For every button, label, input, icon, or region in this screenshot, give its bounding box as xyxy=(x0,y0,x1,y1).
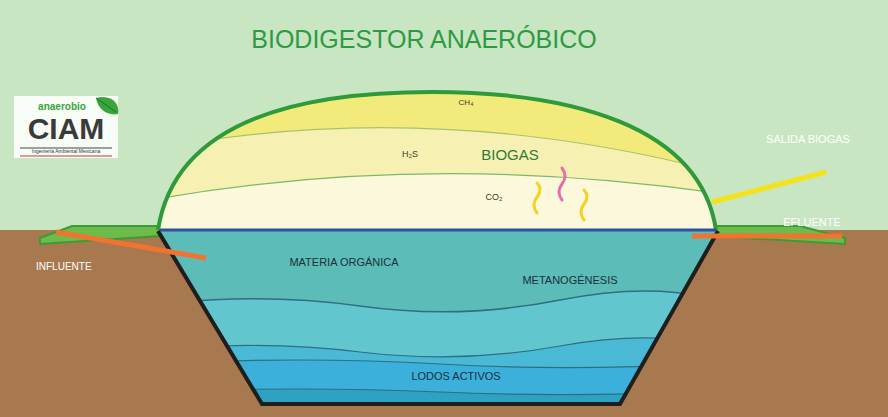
pipe-label: INFLUENTE xyxy=(36,261,92,272)
liquid-surface xyxy=(160,229,716,232)
inlet-pipe xyxy=(56,232,206,258)
layer-label: LODOS ACTIVOS xyxy=(411,370,500,382)
gas-bubble-wave xyxy=(559,168,565,200)
layer-label: METANOGÉNESIS xyxy=(522,274,617,286)
gas-label: CH₄ xyxy=(459,99,474,108)
diagram-title: BIODIGESTOR ANAERÓBICO xyxy=(251,26,596,54)
dome xyxy=(158,92,716,230)
pit-wall xyxy=(158,231,718,404)
logo-text: CIAM xyxy=(28,112,105,145)
pipe-label: SALIDA BIOGAS xyxy=(766,133,850,145)
gas-layers xyxy=(150,85,730,235)
gas-label: H₂S xyxy=(402,150,418,160)
biogas-outlet-pipe xyxy=(712,172,826,202)
logo xyxy=(14,96,118,158)
liquid-layers xyxy=(150,228,730,410)
gas-label: CO₂ xyxy=(486,193,503,203)
gas-bubble-wave xyxy=(534,183,540,213)
layer-label: MATERIA ORGÁNICA xyxy=(289,256,398,268)
gas-bubble-wave xyxy=(581,190,587,220)
logo-subtitle: Ingeniería Ambiental Mexicana xyxy=(32,149,100,155)
outlet-pipe xyxy=(692,234,842,239)
logo-text: anaerobio xyxy=(38,101,86,112)
pipe-label: EFLUENTE xyxy=(783,216,840,228)
gas-label: BIOGAS xyxy=(481,147,539,164)
